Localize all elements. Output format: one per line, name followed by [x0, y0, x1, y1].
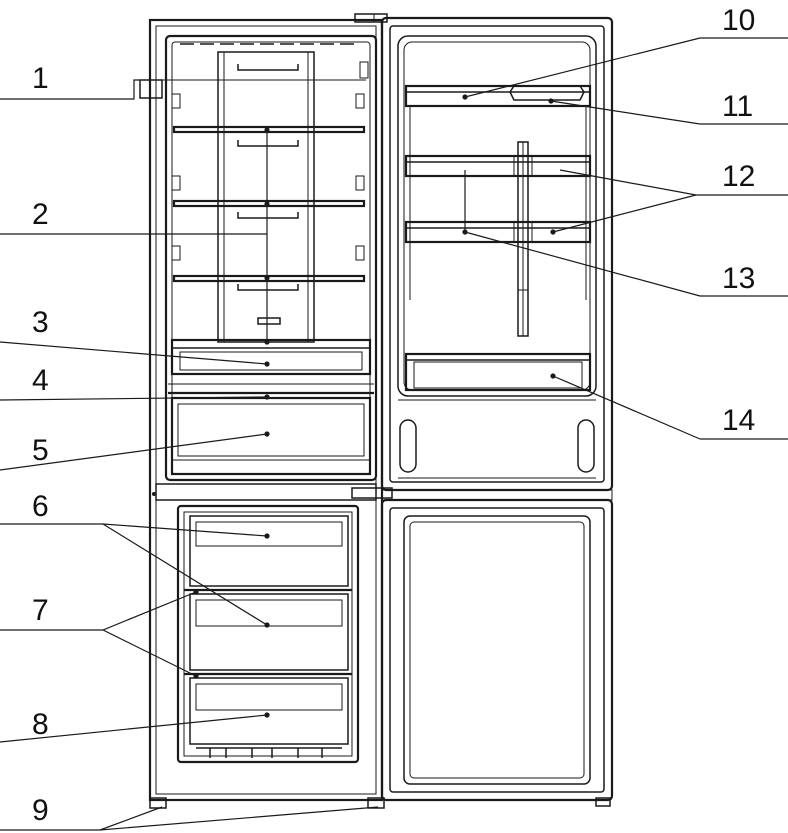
ice-trays	[184, 588, 352, 676]
door-shelf-top	[404, 84, 592, 108]
compartment-divider	[152, 483, 377, 501]
callout-dots	[193, 94, 556, 718]
label-9: 9	[32, 794, 49, 827]
freezer-door	[380, 498, 614, 802]
label-14: 14	[722, 404, 755, 437]
egg-tray	[509, 85, 585, 101]
label-13: 13	[722, 262, 755, 295]
label-12: 12	[722, 160, 755, 193]
middle-hinge	[351, 487, 613, 501]
callout-numbers: 1 2 3 4 5 6 7 8 9 10 11 12 13 14	[32, 4, 755, 827]
label-2: 2	[32, 198, 49, 231]
label-3: 3	[32, 306, 49, 339]
fridge-compartment	[139, 34, 378, 482]
shelf-supports	[171, 61, 369, 261]
chiller-compartment	[168, 338, 374, 395]
label-1: 1	[32, 62, 49, 95]
label-8: 8	[32, 708, 49, 741]
label-7: 7	[32, 594, 49, 627]
label-4: 4	[32, 364, 49, 397]
glass-shelves	[172, 125, 366, 283]
fridge-door	[380, 16, 614, 492]
freezer-compartment	[176, 504, 360, 764]
door-shelf-lower	[404, 220, 592, 244]
label-11: 11	[722, 90, 753, 123]
bottle-shelf	[404, 352, 592, 392]
label-6: 6	[32, 490, 49, 523]
freezer-drawers	[189, 515, 349, 745]
leader-lines	[0, 37, 788, 831]
crisper-drawer	[170, 396, 372, 476]
bottle-retainer	[513, 141, 533, 337]
door-shelf-middle	[404, 154, 592, 178]
label-5: 5	[32, 434, 49, 467]
label-10: 10	[722, 4, 755, 37]
